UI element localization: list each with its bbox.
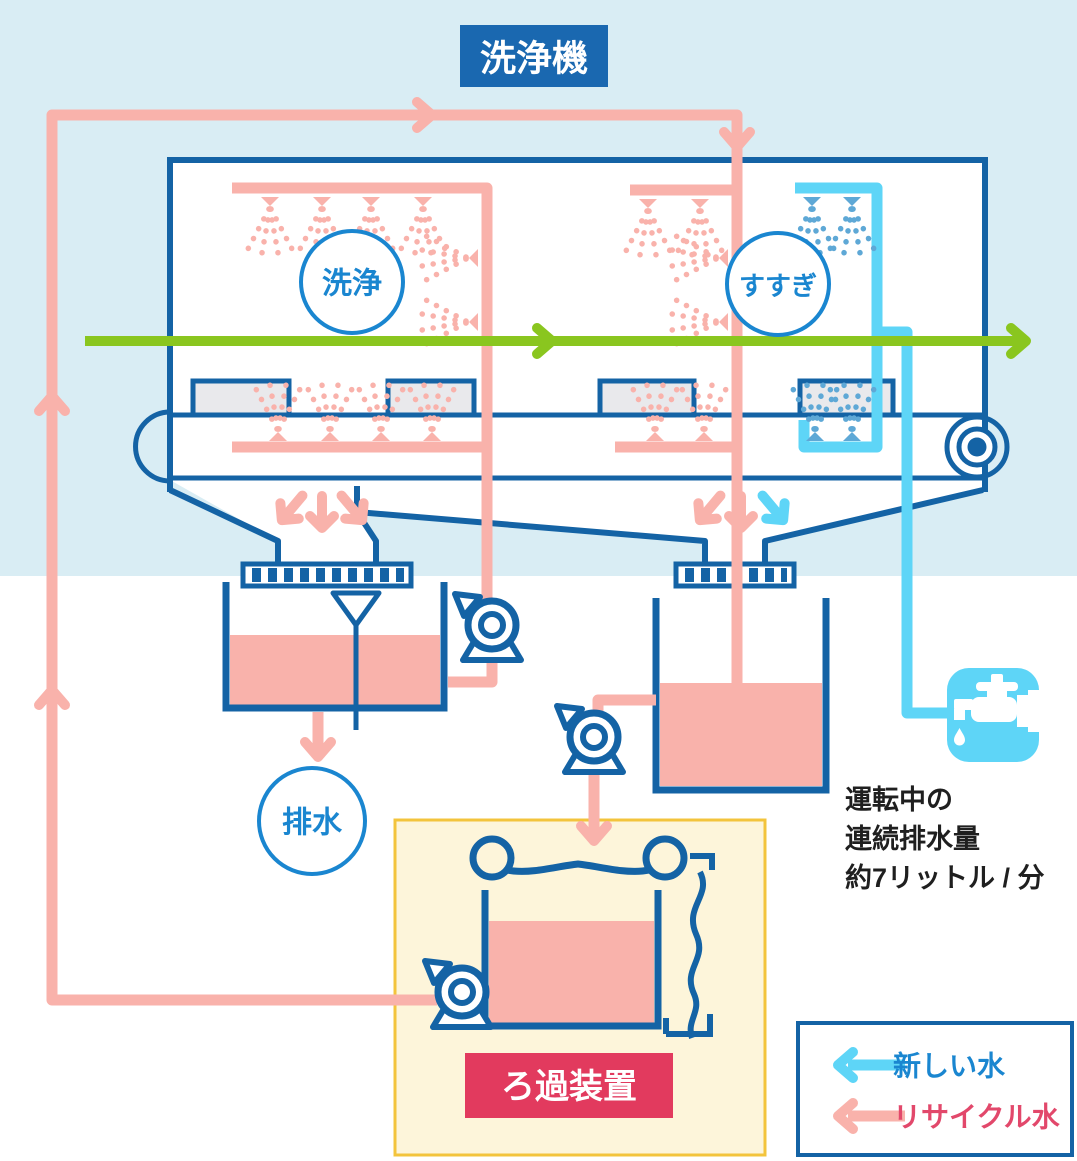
conveyor-flow-arrow (85, 328, 1026, 354)
filter-pulley-icon (469, 835, 515, 881)
note-line-1: 運転中の (845, 785, 953, 815)
fresh-spray-headers (795, 182, 883, 453)
filter-label: ろ過装置 (465, 1053, 673, 1118)
wash-tank (222, 582, 448, 730)
note-line-2: 連続排水量 (845, 824, 980, 854)
fresh-supply-pipe (877, 326, 947, 719)
faucet-icon (947, 668, 1040, 762)
drain-label: 排水 (282, 807, 343, 840)
rinse-zone-circle (725, 231, 831, 337)
rinse-tank (652, 598, 830, 794)
process-circles: 洗浄 すすぎ 排水 (257, 229, 831, 876)
legend-recycled-label: リサイクル水 (893, 1102, 1061, 1133)
legend: 新しい水 リサイクル水 (796, 1021, 1074, 1157)
recycled-water-arrow-icon (838, 1103, 905, 1129)
filter-belt (469, 835, 715, 1039)
diagram-title: 洗浄機 (460, 25, 608, 87)
tray (190, 378, 292, 418)
note-line-3: 約7リットル / 分 (845, 862, 1045, 893)
fresh-water-arrow-icon (838, 1052, 905, 1078)
belt-pulley-icon (944, 414, 1010, 480)
level-gauge-icon (330, 590, 382, 730)
filter-pulley-icon (642, 835, 688, 881)
filter-label-text: ろ過装置 (501, 1068, 637, 1106)
belt-left-end (133, 409, 171, 484)
tray (385, 378, 477, 418)
machine-body (170, 160, 985, 580)
wash-spray-supply-pipe (232, 182, 493, 600)
collection-funnels (168, 486, 984, 566)
legend-box (796, 1021, 1074, 1157)
rinse-zone-label: すすぎ (739, 271, 817, 301)
filter-tank (481, 890, 662, 1030)
wash-zone-circle (299, 229, 405, 335)
fresh-water-pipes (795, 182, 947, 719)
legend-fresh-label: 新しい水 (893, 1051, 1006, 1082)
wash-tank-outlet-pipe (448, 662, 498, 688)
filter-scraper-icon (663, 853, 715, 1039)
wash-zone-label: 洗浄 (322, 267, 382, 301)
drainage-note: 運転中の 連続排水量 約7リットル / 分 (845, 785, 1045, 893)
drain-circle (257, 766, 367, 876)
machine-structure (133, 157, 988, 566)
page-title: 洗浄機 (480, 38, 588, 79)
